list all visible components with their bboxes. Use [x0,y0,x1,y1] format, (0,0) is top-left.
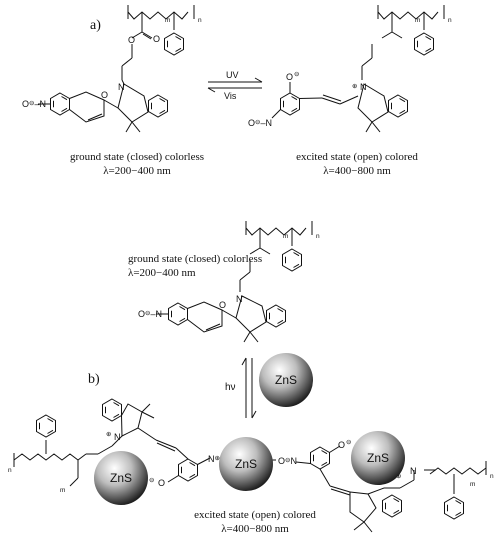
minus-charge-right: ⊖ [346,439,352,446]
panel-b-label: b) [88,372,100,387]
closed-spiropyran-b [156,221,313,343]
repeat-m-right: m [470,481,475,488]
repeat-m-left: m [60,487,65,494]
repeat-n: n [198,17,202,24]
open-merocyanine-zns-assembly [13,398,487,533]
caption-a-open: excited state (open) colored λ=400−800 n… [282,150,432,178]
nitrogen-atom: N [118,82,125,92]
svg-text:ZnS: ZnS [367,451,389,465]
caption-a-closed-line2: λ=200−400 nm [103,165,171,177]
caption-b-open-line1: excited state (open) colored [194,509,316,521]
repeat-n-open: n [448,17,452,24]
zns-particle-top: ZnS [259,353,313,407]
repeat-n-right: n [490,473,494,480]
nitro-group: O⊖–N [22,99,46,109]
repeat-n-b: n [316,233,320,240]
panel-a-label: a) [90,18,101,33]
caption-b-open-line2: λ=400−800 nm [221,523,289,535]
phenolate-oxygen-left: O [158,478,165,488]
caption-b-closed-line1: ground state (closed) colorless [128,253,263,265]
light-equilibrium-arrow [241,357,257,419]
zns-particle-left: ZnS [94,451,148,505]
carbonyl-oxygen: O [153,34,160,44]
zns-particle-right: ZnS [351,431,405,485]
phenolate-oxygen: O [286,72,293,82]
repeat-n-left: n [8,467,12,474]
oxygen-atom-b: O [219,300,226,310]
oxygen-atom: O [101,90,108,100]
nitrogen-atom-open: N [360,82,367,92]
nitrogen-atom-b: N [236,294,243,304]
caption-b-closed: ground state (closed) colorless λ=200−40… [128,252,278,280]
repeat-m: m [165,17,170,24]
caption-a-open-line2: λ=400−800 nm [323,165,391,177]
svg-text:ZnS: ZnS [275,373,297,387]
caption-a-closed: ground state (closed) colorless λ=200−40… [62,150,212,178]
closed-spiropyran-a [38,5,195,133]
nitrogen-atom-left: N [114,432,121,442]
equilibrium-arrow-a [207,77,263,93]
caption-b-open: excited state (open) colored λ=400−800 n… [180,508,330,536]
zns-particle-center: ZnS [219,437,273,491]
nitro-group-open: O⊖–N [248,118,272,128]
nitro-group-right: O⊖N [278,456,297,466]
ester-oxygen: O [128,35,135,45]
vis-label: Vis [224,91,237,101]
open-merocyanine-a [271,5,445,133]
plus-charge: ⊕ [352,83,358,90]
plus-charge-right: ⊕ [396,473,402,480]
uv-label: UV [226,70,239,80]
minus-charge-left: ⊖ [149,477,155,484]
plus-charge-left: ⊕ [106,431,112,438]
nitrogen-atom-right: N [410,466,417,476]
minus-charge: ⊖ [294,71,300,78]
svg-text:ZnS: ZnS [235,457,257,471]
phenolate-oxygen-right: O [338,440,345,450]
repeat-m-b: m [283,233,288,240]
nitro-group-b: O⊖–N [138,309,162,319]
caption-a-open-line1: excited state (open) colored [296,151,418,163]
caption-b-closed-line2: λ=200−400 nm [128,267,196,279]
caption-a-closed-line1: ground state (closed) colorless [69,151,205,163]
svg-text:ZnS: ZnS [110,471,132,485]
hv-label: hν [225,382,236,393]
repeat-m-open: m [415,17,420,24]
